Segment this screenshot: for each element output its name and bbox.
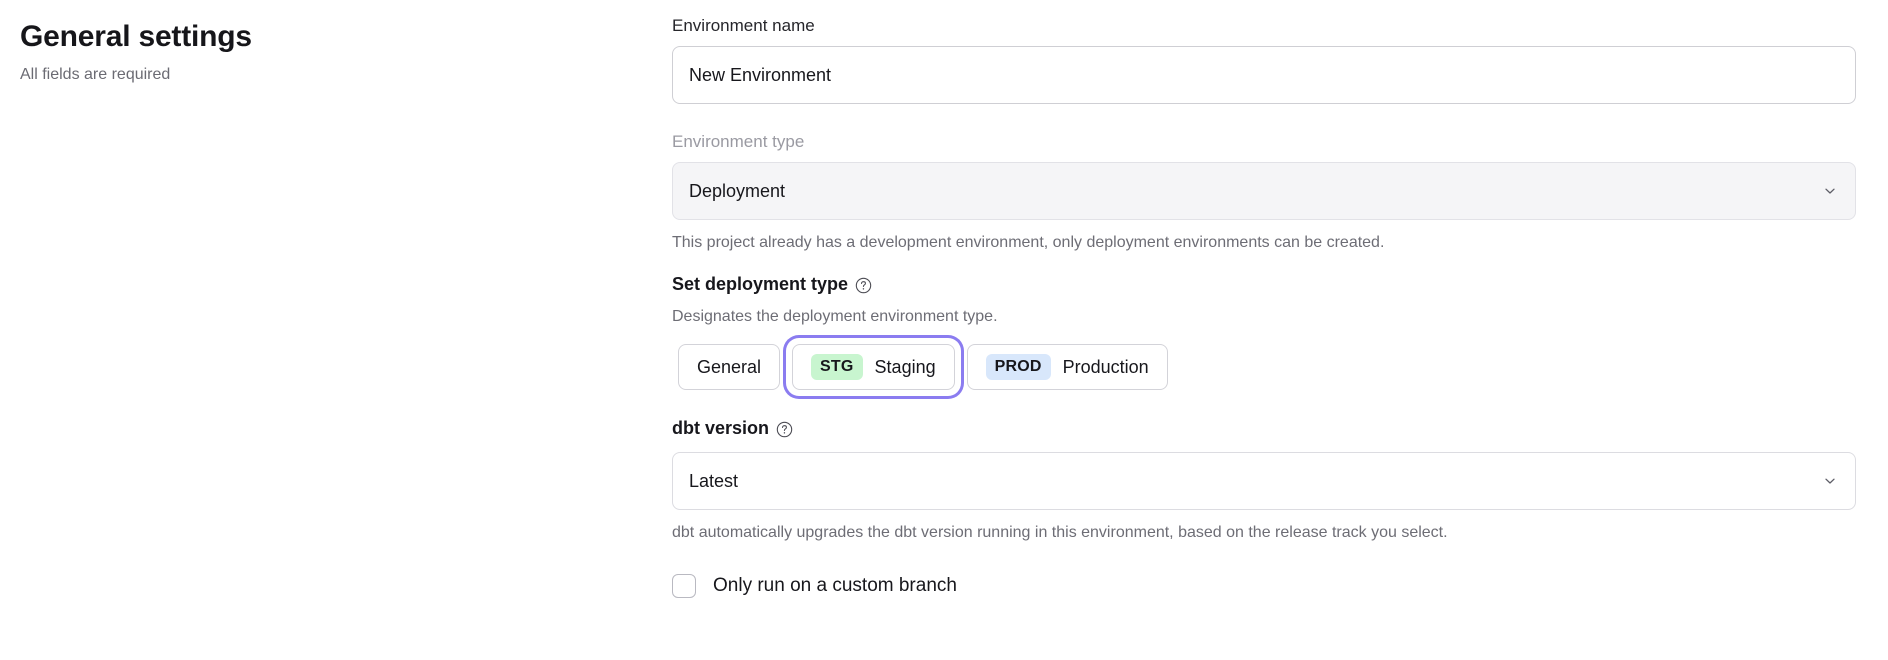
help-circle-icon[interactable] xyxy=(855,277,872,294)
dbt-version-helper: dbt automatically upgrades the dbt versi… xyxy=(672,524,1448,541)
environment-type-helper: This project already has a development e… xyxy=(672,234,1385,251)
deployment-type-option-staging-label: Staging xyxy=(874,356,936,377)
chevron-down-icon xyxy=(1823,184,1837,198)
deployment-type-label-text: Set deployment type xyxy=(672,274,849,294)
general-settings-form: Environment name Environment type Deploy… xyxy=(672,14,1856,598)
deployment-type-option-production-wrap: PROD Production xyxy=(961,338,1174,396)
badge-prod: PROD xyxy=(985,354,1051,380)
environment-type-label: Environment type xyxy=(672,132,805,151)
environment-type-select[interactable]: Deployment xyxy=(672,162,1856,220)
badge-stg: STG xyxy=(811,354,863,380)
page-subtitle: All fields are required xyxy=(20,66,171,83)
environment-name-label: Environment name xyxy=(672,16,815,35)
chevron-down-icon xyxy=(1823,474,1837,488)
dbt-version-label: dbt version xyxy=(672,416,1856,440)
deployment-type-option-production[interactable]: PROD Production xyxy=(966,344,1168,390)
deployment-type-choice-group: General STG Staging PROD Production xyxy=(672,338,1856,396)
dbt-version-value: Latest xyxy=(689,470,739,491)
help-circle-icon[interactable] xyxy=(776,421,793,438)
deployment-type-option-general-wrap: General xyxy=(672,338,786,396)
deployment-type-helper: Designates the deployment environment ty… xyxy=(672,308,998,325)
field-dbt-version: dbt version Latest dbt automatically upg… xyxy=(672,416,1856,544)
deployment-type-option-general[interactable]: General xyxy=(678,344,781,390)
general-settings-header: General settings All fields are required xyxy=(20,18,620,86)
field-environment-type: Environment type Deployment This project… xyxy=(672,130,1856,254)
deployment-type-option-general-label: General xyxy=(697,356,762,377)
dbt-version-label-text: dbt version xyxy=(672,418,770,438)
deployment-type-option-staging-wrap: STG Staging xyxy=(786,338,961,396)
environment-name-input[interactable] xyxy=(672,46,1856,104)
environment-type-value: Deployment xyxy=(689,180,786,201)
custom-branch-checkbox[interactable] xyxy=(672,574,696,598)
deployment-type-option-production-label: Production xyxy=(1062,356,1149,377)
dbt-version-select[interactable]: Latest xyxy=(672,452,1856,510)
field-custom-branch: Only run on a custom branch xyxy=(672,574,1856,598)
field-deployment-type: Set deployment type Designates the deplo… xyxy=(672,272,1856,396)
field-environment-name: Environment name xyxy=(672,14,1856,104)
deployment-type-label: Set deployment type xyxy=(672,272,1856,296)
deployment-type-option-staging[interactable]: STG Staging xyxy=(792,344,955,390)
custom-branch-label: Only run on a custom branch xyxy=(713,575,957,596)
page-title: General settings xyxy=(20,20,252,53)
